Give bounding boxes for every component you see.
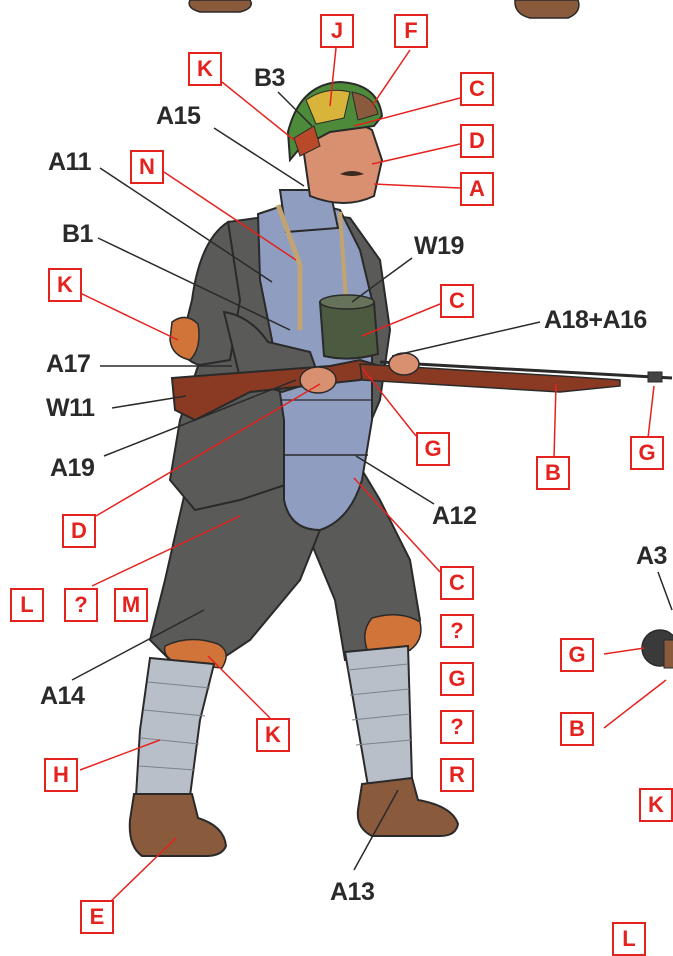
box-question-left: ? bbox=[64, 588, 98, 622]
canteen-cap bbox=[320, 295, 374, 309]
hand-left bbox=[300, 367, 336, 393]
partial-boot-top-right bbox=[515, 0, 579, 18]
leader-g-detail bbox=[604, 648, 644, 654]
leader-b-rifle bbox=[554, 384, 556, 458]
boot-front bbox=[130, 794, 226, 856]
label-w11: W11 bbox=[46, 396, 95, 421]
box-k-helmet: K bbox=[188, 52, 222, 86]
box-c-helmet: C bbox=[460, 72, 494, 106]
box-b-detail: B bbox=[560, 712, 594, 746]
box-k-edge: K bbox=[639, 788, 673, 822]
leader-b-detail bbox=[604, 680, 666, 728]
label-a14: A14 bbox=[40, 684, 84, 709]
leader-f bbox=[372, 50, 410, 106]
label-a17: A17 bbox=[46, 352, 90, 377]
box-d-face: D bbox=[460, 124, 494, 158]
box-j: J bbox=[320, 14, 354, 48]
box-m: M bbox=[114, 588, 148, 622]
leader-a18-a16 bbox=[392, 322, 540, 356]
partial-boot-top-left bbox=[189, 0, 251, 12]
box-g-rifle: G bbox=[416, 432, 450, 466]
box-g-detail: G bbox=[560, 638, 594, 672]
box-h: H bbox=[44, 758, 78, 792]
leader-k-shoulder bbox=[78, 292, 178, 340]
label-a19: A19 bbox=[50, 456, 94, 481]
box-question-right-1: ? bbox=[440, 614, 474, 648]
box-g-muzzle: G bbox=[630, 436, 664, 470]
detail-fragment-body bbox=[664, 640, 673, 668]
label-a3: A3 bbox=[636, 544, 667, 569]
box-d-hand: D bbox=[62, 514, 96, 548]
box-a-face: A bbox=[460, 172, 494, 206]
knee-patch-back bbox=[365, 615, 421, 652]
label-a12: A12 bbox=[432, 504, 476, 529]
box-l: L bbox=[10, 588, 44, 622]
box-f: F bbox=[394, 14, 428, 48]
label-w19: W19 bbox=[414, 234, 464, 259]
label-a13: A13 bbox=[330, 880, 374, 905]
box-k-shoulder: K bbox=[48, 268, 82, 302]
box-b-rifle: B bbox=[536, 456, 570, 490]
box-partial-bottom: L bbox=[612, 922, 646, 956]
rifle-muzzle bbox=[648, 372, 662, 382]
label-b3: B3 bbox=[254, 66, 285, 91]
label-b1: B1 bbox=[62, 222, 93, 247]
box-e: E bbox=[80, 900, 114, 934]
label-a11: A11 bbox=[48, 150, 91, 175]
leader-d-face bbox=[372, 144, 460, 164]
label-a15: A15 bbox=[156, 104, 200, 129]
leader-a-face bbox=[374, 184, 460, 188]
leader-a3 bbox=[658, 572, 672, 610]
leader-g-muzzle bbox=[648, 386, 654, 438]
leader-k-knee bbox=[208, 656, 270, 718]
puttee-front bbox=[136, 658, 214, 796]
box-r: R bbox=[440, 758, 474, 792]
box-c-right: C bbox=[440, 566, 474, 600]
box-n: N bbox=[130, 150, 164, 184]
box-question-right-2: ? bbox=[440, 710, 474, 744]
box-c-canteen: C bbox=[440, 284, 474, 318]
box-k-knee: K bbox=[256, 718, 290, 752]
label-a18-a16: A18+A16 bbox=[544, 308, 647, 333]
box-g-right: G bbox=[440, 662, 474, 696]
